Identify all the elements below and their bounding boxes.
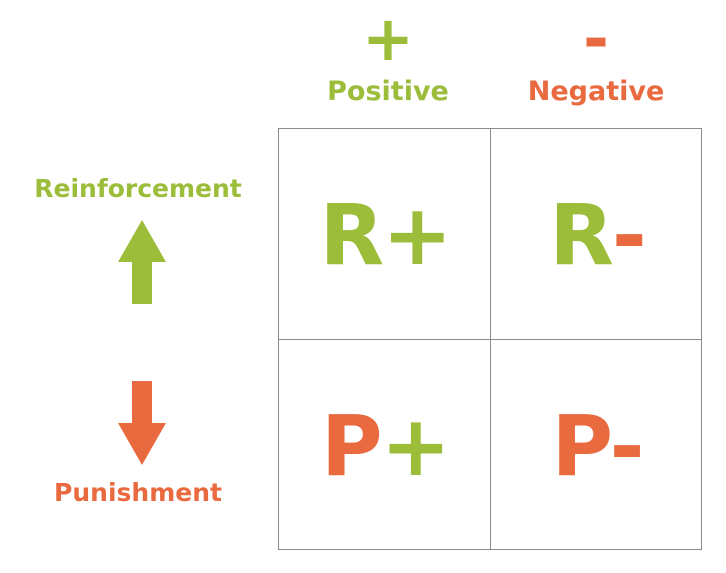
- positive-symbol: +: [362, 2, 414, 75]
- grid-horizontal-divider: [279, 339, 701, 340]
- cell-negative-punishment: P-: [491, 340, 703, 551]
- cell-negative-reinforcement: R-: [491, 129, 703, 340]
- cell-letter: P: [321, 396, 383, 495]
- reinforcement-punishment-grid: R+ R- P+ P-: [278, 128, 702, 550]
- arrow-up-icon: [118, 220, 166, 304]
- positive-label: Positive: [327, 76, 449, 107]
- arrow-down-icon: [118, 381, 166, 465]
- cell-sign: -: [611, 185, 647, 284]
- cell-letter: P: [551, 396, 612, 495]
- reinforcement-label: Reinforcement: [34, 174, 242, 203]
- cell-letter: R: [319, 185, 384, 284]
- negative-label: Negative: [527, 76, 665, 107]
- negative-symbol: -: [583, 2, 609, 75]
- cell-sign: +: [380, 396, 451, 495]
- cell-sign: -: [609, 396, 645, 495]
- cell-positive-reinforcement: R+: [279, 129, 491, 340]
- cell-letter: R: [549, 185, 614, 284]
- punishment-label: Punishment: [54, 478, 222, 507]
- cell-sign: +: [382, 185, 452, 284]
- cell-positive-punishment: P+: [279, 340, 491, 551]
